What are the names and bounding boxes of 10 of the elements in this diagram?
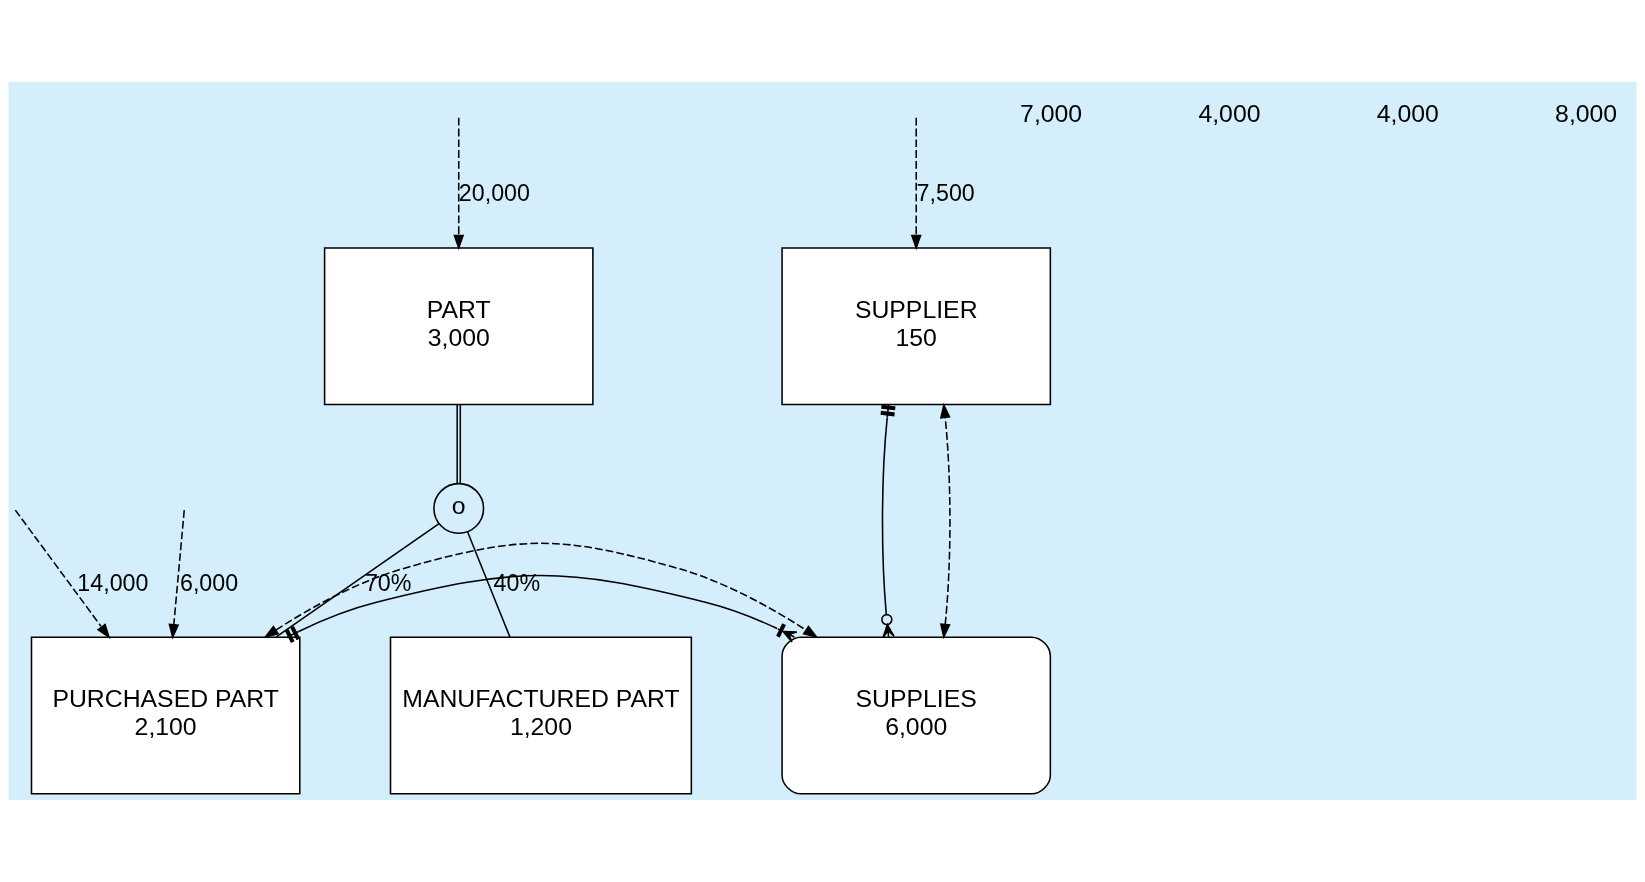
edge-label: 40% <box>493 569 541 596</box>
edge-label: 7,500 <box>916 180 975 207</box>
edge-label: 70% <box>364 569 412 596</box>
label: 8,000 <box>1555 100 1618 128</box>
edge-label: 14,000 <box>77 569 149 596</box>
label: 4,000 <box>1376 100 1439 128</box>
edge-label: 20,000 <box>458 180 530 207</box>
label: 4,000 <box>1198 100 1261 128</box>
label: 7,000 <box>1020 100 1083 128</box>
edge-label: 6,000 <box>179 569 239 596</box>
